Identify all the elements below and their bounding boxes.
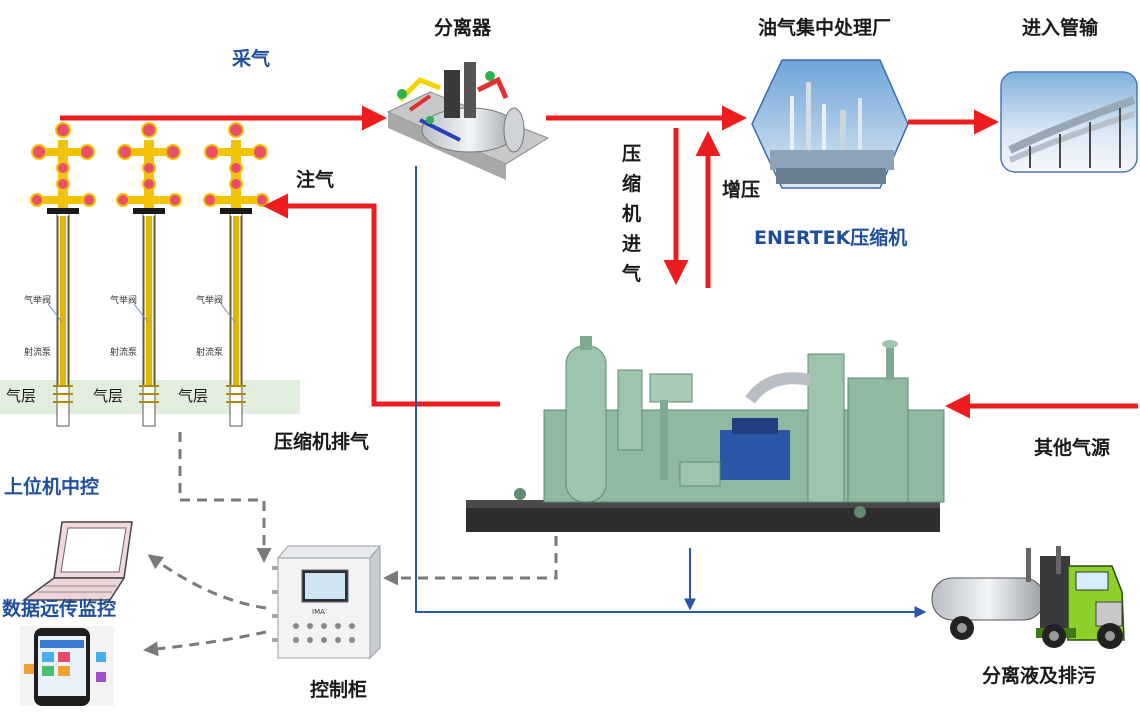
- signal-cabinet-to-laptop: [147, 554, 267, 610]
- arrow-compressor-exhaust: [263, 193, 500, 407]
- signal-wells-to-cabinet: [178, 432, 272, 563]
- label-plant: 油气集中处理厂: [758, 16, 891, 39]
- label-compressor-name: ENERTEK压缩机: [754, 226, 907, 249]
- tanker-truck-icon: [931, 546, 1125, 649]
- well-1: [30, 122, 96, 427]
- liquid-flow-lines: [415, 166, 927, 618]
- signal-cabinet-to-phone: [143, 630, 267, 657]
- label-pipeline: 进入管输: [1022, 16, 1099, 39]
- cabinet-tag: IMA: [312, 608, 325, 616]
- control-cabinet-image: IMA: [272, 544, 382, 660]
- well-2-valve-label: 气举阀: [110, 294, 137, 306]
- signal-lines: [143, 432, 558, 657]
- label-other-sources: 其他气源: [1034, 436, 1110, 459]
- well-3-valve-label: 气举阀: [196, 294, 223, 306]
- label-remote-monitor: 数据远传监控: [2, 597, 116, 620]
- signal-compressor-to-cabinet: [383, 536, 558, 586]
- label-gas-injection: 注气: [296, 168, 334, 191]
- enertek-compressor-image: [466, 336, 945, 532]
- smartphone-icon: [20, 626, 114, 706]
- gas-layer-label-3: 气层: [178, 387, 208, 405]
- laptop-icon: [21, 521, 133, 601]
- label-liquid-discharge: 分离液及排污: [982, 664, 1096, 687]
- separator-unit: [386, 62, 550, 180]
- label-boost: 增压: [722, 178, 760, 201]
- well-1-pump-label: 射流泵: [24, 346, 51, 358]
- well-2: [116, 122, 182, 427]
- label-control-cabinet: 控制柜: [310, 678, 367, 701]
- pipeline-image: [1000, 71, 1138, 173]
- gas-flow-lines: [60, 105, 1138, 419]
- well-3-pump-label: 射流泵: [196, 346, 223, 358]
- label-compressor-exhaust: 压缩机排气: [274, 430, 369, 453]
- label-upper-control: 上位机中控: [4, 475, 99, 498]
- gas-layer-label-1: 气层: [6, 387, 36, 405]
- label-gas-production: 采气: [232, 47, 270, 70]
- arrow-liquid-to-truck: [415, 166, 927, 618]
- gas-layer-label-2: 气层: [93, 387, 123, 405]
- well-1-valve-label: 气举阀: [24, 294, 51, 306]
- well-3: [203, 122, 269, 427]
- well-2-pump-label: 射流泵: [110, 346, 137, 358]
- processing-plant-image: [751, 59, 909, 189]
- label-separator: 分离器: [434, 16, 492, 39]
- label-compressor-inlet: 压缩机进气: [621, 143, 641, 285]
